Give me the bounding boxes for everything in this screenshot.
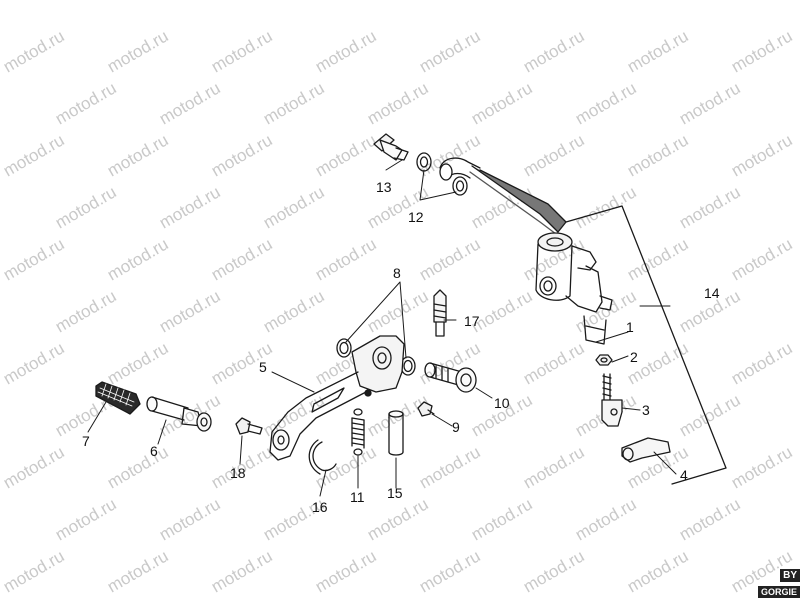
clip-part <box>621 437 671 463</box>
callout-3: 3 <box>642 402 650 418</box>
bushing-part <box>388 410 404 456</box>
leader-lines <box>87 159 677 497</box>
brand-logo: BY GORGIE <box>742 566 800 600</box>
callout-6: 6 <box>150 443 158 459</box>
pivot-bolt-part <box>424 362 477 393</box>
callout-bracket-14 <box>565 205 727 485</box>
callout-14: 14 <box>704 285 720 301</box>
callout-8: 8 <box>393 265 401 281</box>
brand-line-2: GORGIE <box>757 586 800 598</box>
stud-part <box>433 289 447 337</box>
banjo-bolt-part <box>373 133 409 161</box>
callout-2: 2 <box>630 349 638 365</box>
screw-part <box>417 401 435 417</box>
callout-11: 11 <box>350 489 365 505</box>
callout-16: 16 <box>312 499 328 515</box>
callout-15: 15 <box>387 485 403 501</box>
brake-hose-part <box>439 157 567 235</box>
small-bolt-part <box>235 417 263 435</box>
push-rod-part <box>146 396 212 432</box>
callout-12: 12 <box>408 209 424 225</box>
brake-pedal-part <box>269 335 405 461</box>
brand-line-1: BY <box>780 569 800 582</box>
nut-part <box>595 354 613 366</box>
callout-9: 9 <box>452 419 460 435</box>
callout-17: 17 <box>464 313 480 329</box>
callout-4: 4 <box>680 467 688 483</box>
clevis-part <box>601 373 623 427</box>
callout-7: 7 <box>82 433 90 449</box>
spring-part <box>351 408 365 456</box>
callout-18: 18 <box>230 465 246 481</box>
master-cylinder-part <box>535 232 613 345</box>
circlip-part <box>308 439 337 475</box>
callout-1: 1 <box>626 319 634 335</box>
rubber-boot-part <box>95 381 141 415</box>
o-ring-part <box>336 338 416 376</box>
callout-5: 5 <box>259 359 267 375</box>
callout-10: 10 <box>494 395 510 411</box>
callout-13: 13 <box>376 179 392 195</box>
